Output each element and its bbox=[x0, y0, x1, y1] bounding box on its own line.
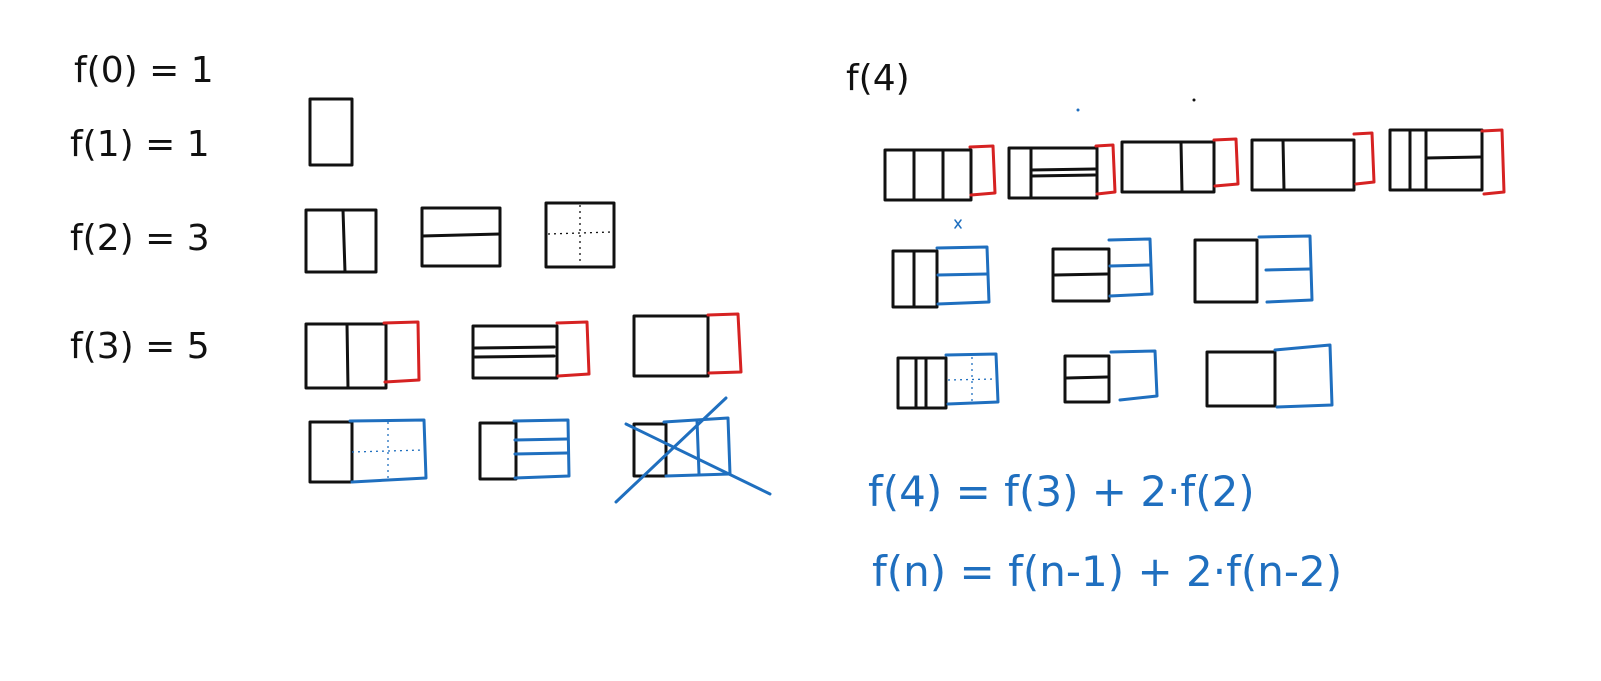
label-f3: f(3) = 5 bbox=[70, 326, 210, 367]
equation-f4: f(4) = f(3) + 2·f(2) bbox=[868, 467, 1255, 516]
f1-tiling-vertical bbox=[308, 97, 354, 167]
f2-tiling-square bbox=[544, 201, 616, 269]
f3-tiling-v-hh bbox=[478, 418, 571, 481]
stray-tick bbox=[954, 219, 962, 229]
label-f1: f(1) = 1 bbox=[70, 124, 210, 165]
label-f0: f(0) = 1 bbox=[74, 50, 214, 91]
f4-tiling-hh-square bbox=[1063, 349, 1159, 404]
label-f4-heading: f(4) bbox=[846, 58, 910, 99]
stray-dot bbox=[1076, 108, 1080, 112]
f3-tiling-vvv bbox=[304, 320, 421, 390]
f3-tiling-square-v bbox=[632, 312, 743, 378]
f4-tiling-hh-hh bbox=[1051, 237, 1154, 303]
f4-tiling-square-square bbox=[1205, 343, 1334, 409]
f4-tiling-v-square-v bbox=[1250, 131, 1376, 192]
f2-tiling-two-horizontal bbox=[420, 206, 502, 268]
f4-tiling-vvvv bbox=[883, 144, 997, 202]
f3-tiling-invalid-crossed bbox=[614, 396, 772, 504]
label-f2: f(2) = 3 bbox=[70, 218, 210, 259]
cross-out-stroke-2 bbox=[624, 422, 772, 496]
f2-tiling-two-vertical bbox=[304, 208, 378, 274]
f4-tiling-vv-hh bbox=[891, 245, 991, 309]
f4-tiling-square-hh bbox=[1193, 234, 1314, 304]
stray-dot bbox=[1192, 98, 1196, 102]
f4-tiling-v-hh-v bbox=[1007, 143, 1117, 200]
cross-out-stroke-1 bbox=[614, 396, 728, 504]
f4-tiling-square-v-v bbox=[1120, 137, 1240, 194]
f4-tiling-vv-square bbox=[896, 352, 1000, 410]
f4-tiling-v-v-hh-v bbox=[1388, 128, 1506, 196]
f3-tiling-v-square bbox=[308, 418, 428, 484]
equation-recurrence: f(n) = f(n-1) + 2·f(n-2) bbox=[872, 547, 1342, 596]
f3-tiling-hh-v bbox=[471, 320, 591, 380]
